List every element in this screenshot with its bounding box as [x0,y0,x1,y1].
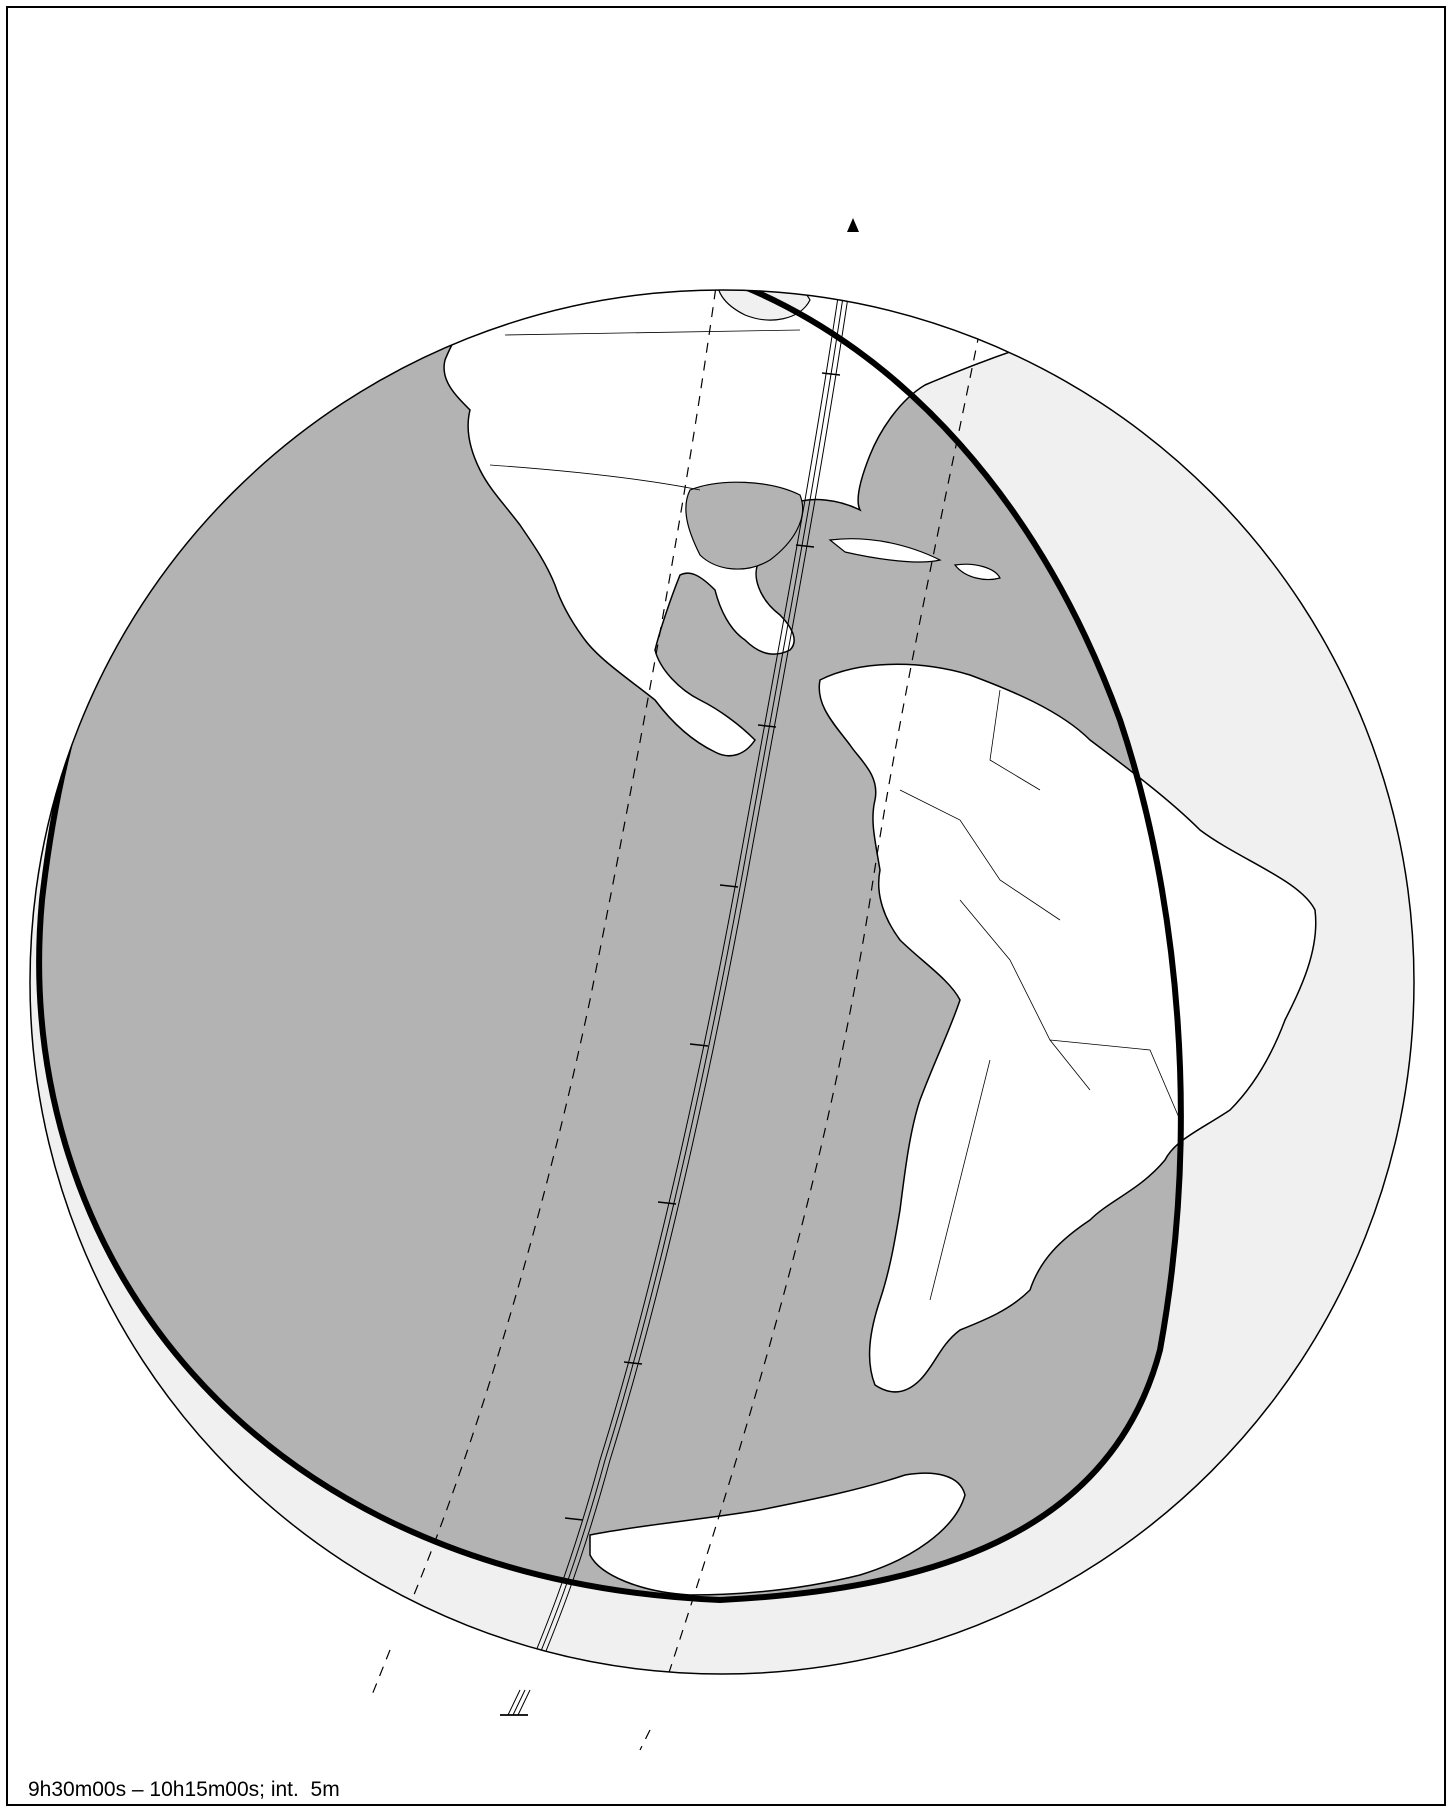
time-range-caption: 9h30m00s – 10h15m00s; int. 5m [28,1778,340,1801]
penumbra-limits [389,290,991,1674]
path-start-arrow [847,218,859,232]
central-path-end [500,1689,531,1716]
central-umbra-path [519,290,859,1674]
landmass-antarctica [589,1472,966,1596]
country-borders [489,329,1181,1301]
caribbean-island-cuba [828,538,942,563]
path-extensions [369,1649,651,1751]
landmass-south-america [818,663,1317,1393]
map-frame [6,6,1446,1806]
caribbean-island-hispaniola [953,563,1001,581]
globe-outline [29,289,1415,1675]
terminator-line [36,290,1184,1604]
gulf-of-mexico [685,481,804,570]
time-interval-ticks [564,372,841,1521]
